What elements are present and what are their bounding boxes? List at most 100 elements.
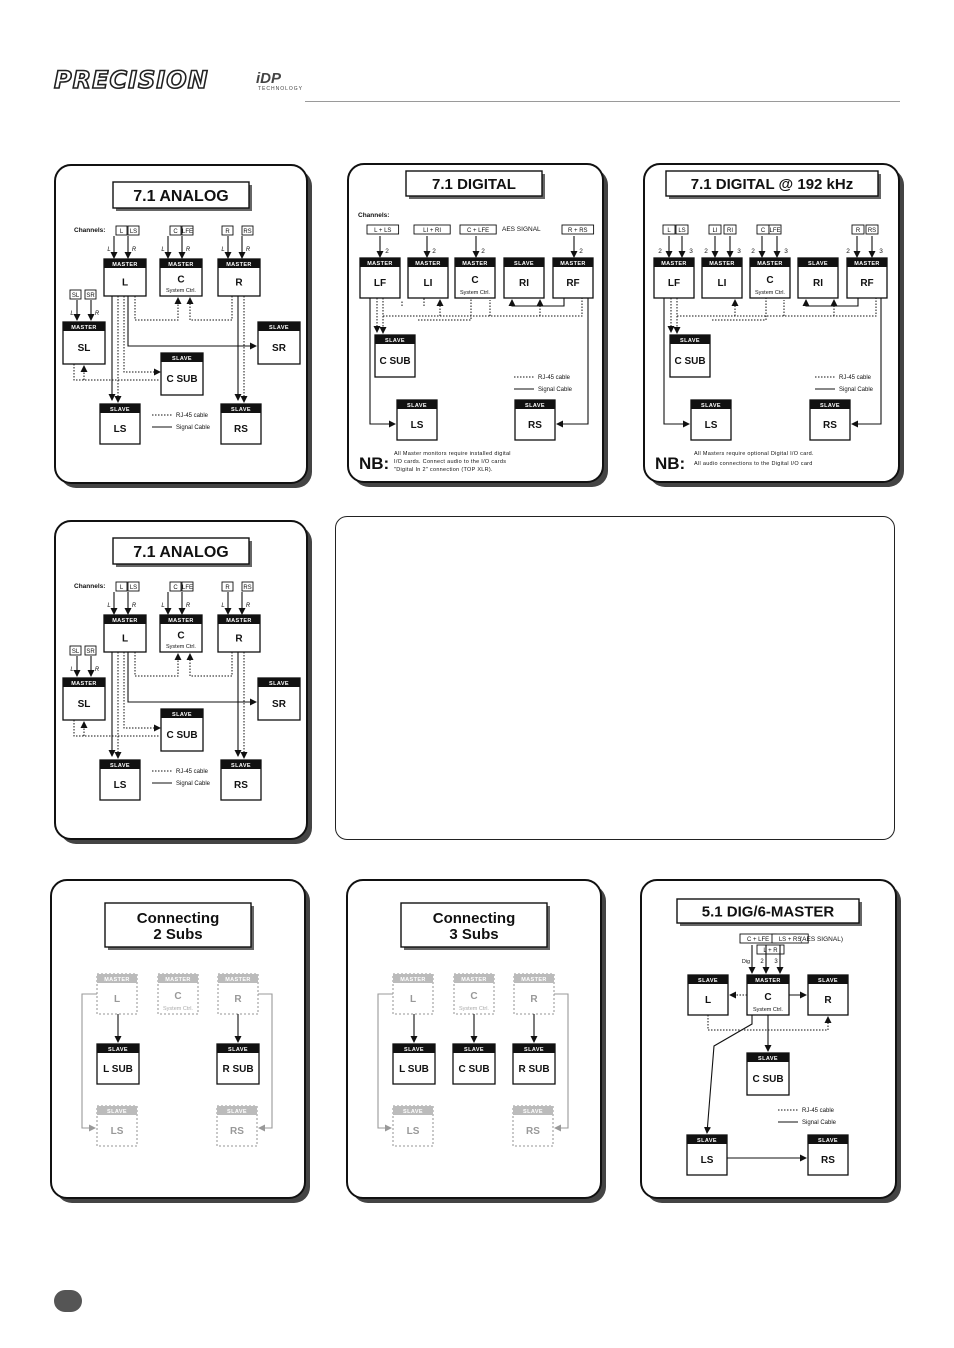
subs3-spk-C-label: C [470,991,477,1002]
digital192-spk-LF-band [654,258,694,267]
subs2-spk-LSUB-label: L SUB [103,1064,133,1075]
subs3-spk-RS-label: RS [526,1126,540,1137]
subs3-spk-R-band [514,974,554,983]
analog_b-chip-6: SL [72,649,80,655]
digital-spk-RF-band [553,258,593,267]
digital192-spk-LS-role: SLAVE [701,403,721,409]
digital192-chip-6: R [856,228,861,234]
digital-spk-LS-label: LS [411,420,424,431]
digital192-spk-RS-band [810,400,850,409]
digital192-port-2-1: 3 [784,248,788,255]
digital-spk-LS-role: SLAVE [407,403,427,409]
dig51-spk-LS-label: LS [701,1155,714,1166]
empty-panel [335,516,895,840]
digital-channels: Channels: [358,212,389,219]
digital192-chip-1: LS [678,228,685,234]
analog_a-rj-1 [134,296,182,321]
analog_b-sig-2 [127,652,257,706]
digital192-spk-RF-band [847,258,887,267]
digital192-port-1-0: 2 [704,248,708,255]
dig51-chip-2: L + R [763,948,778,954]
subs2-spk-LSUB-band [97,1044,139,1053]
analog_a-chip-6: SL [72,293,80,299]
digital192-chip-5: LFE [769,228,780,234]
digital-port-2: 2 [481,248,485,255]
analog_b-spk-L-label: L [122,634,128,645]
analog_a-spk-SL-label: SL [78,343,91,354]
digital192-spk-CSUB-role: SLAVE [680,338,700,344]
digital192-spk-RI-label: RI [813,278,823,289]
digital192-port-3-1: 3 [879,248,883,255]
dig51-spk-CSUB-label: C SUB [752,1074,783,1085]
digital192-spk-C-band [750,258,790,267]
analog_a-spk-C-ctrl: System Ctrl. [166,288,196,294]
digital192-legend-rj-label: RJ-45 cable [839,375,872,381]
digital192-rj-bus [676,298,877,317]
analog_b-chip-7: SR [86,649,95,655]
analog_b-spk-SL-label: SL [78,699,91,710]
analog_a-spk-CSUB-label: C SUB [166,374,197,385]
digital-title: 7.1 DIGITAL [432,176,516,193]
analog_a-chip-3-box [181,225,194,236]
dig51-spk-R-role: SLAVE [818,978,838,984]
digital-nb-3: "Digital In 2" connection (TOP XLR). [394,467,493,473]
brand-sub: iDP [256,70,282,87]
subs2-spk-C-band [158,974,198,983]
analog_b-spk-SR-band [258,678,300,687]
analog_b-chip-2: C [173,585,178,591]
digital192-spk-RI-role: SLAVE [808,261,828,267]
analog_a-spk-L-role: MASTER [112,262,138,268]
subs3-spk-RSUB-label: R SUB [518,1064,549,1075]
digital-sig-ls [369,298,396,428]
digital-spk-C-role: MASTER [462,261,488,267]
analog_b-spk-LS-band [100,760,140,769]
digital192-chip-6-box [851,224,865,235]
digital192-spk-LS-label: LS [705,420,718,431]
subs3-spk-LS-label: LS [407,1126,420,1137]
analog_b-spk-R-label: R [235,634,243,645]
analog_b-chip-3-box [181,581,194,592]
subs2-spk-L-label: L [114,994,120,1005]
subs3-sig-ls [377,993,393,1132]
analog_b-spk-LS-role: SLAVE [110,763,130,769]
analog_b-spk-R-band [218,615,260,624]
analog_a-chip-0-box [115,225,128,236]
digital-spk-C-band [455,258,495,267]
subs2-title-line2: 2 Subs [153,926,202,943]
digital-rj-bus [382,298,583,317]
subs3-spk-RSUB-band [513,1044,555,1053]
subs3-spk-L-band [393,974,433,983]
subs3-spk-CSUB-role: SLAVE [464,1047,484,1053]
analog_b-rj-2 [186,652,233,677]
subs3-spk-CSUB-label: C SUB [458,1064,489,1075]
analog_b-port-1-0: L [161,603,164,609]
digital-aes: AES SIGNAL [502,226,541,233]
analog_a-legend-rj-label: RJ-45 cable [176,413,209,419]
digital192-spk-RF-role: MASTER [854,261,880,267]
dig51-spk-LS-role: SLAVE [697,1138,717,1144]
analog_b-chip-0: L [120,585,124,591]
subs2-sig-rs [258,993,273,1132]
digital192-chip-3-box [723,224,737,235]
dig51-spk-RS-role: SLAVE [818,1138,838,1144]
digital192-rj-g [712,298,767,321]
analog_b-chip-1-box [127,581,140,592]
subs3-spk-R-label: R [530,994,538,1005]
dig51-spk-RS-band [808,1135,848,1144]
digital192-port-0-1: 3 [689,248,693,255]
digital192-sig-rs [851,298,882,428]
digital-spk-RF-role: MASTER [560,261,586,267]
analog_a-chip-0: L [120,229,124,235]
digital192-port-3-0: 2 [846,248,850,255]
subs2-spk-C-label: C [174,991,181,1002]
analog_a-spk-SR-label: SR [272,343,287,354]
digital-spk-CSUB-band [375,335,415,344]
analog_a-chip-1: LS [130,229,137,235]
digital-chip-0-box [366,224,400,235]
digital192-chip-0-box [662,224,676,235]
analog_a-chip-4: R [225,229,230,235]
analog_b-port-2-1: R [246,603,251,609]
analog_b-rj-1 [134,652,182,677]
